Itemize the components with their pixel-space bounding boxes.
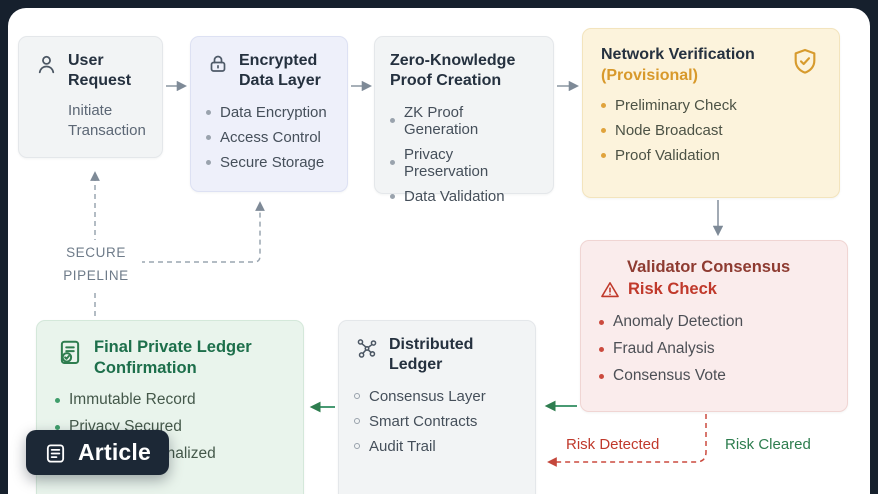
node-item-list: ZK Proof Generation Privacy Preservation…	[390, 104, 538, 205]
list-item-label: Fraud Analysis	[613, 340, 715, 358]
node-network-verification: Network Verification (Provisional) Preli…	[582, 28, 840, 198]
list-item-label: ZK Proof Generation	[404, 103, 479, 138]
bullet-dot	[206, 159, 211, 165]
node-item-list: Preliminary Check Node Broadcast Proof V…	[601, 97, 821, 164]
bullet-dot	[599, 346, 604, 352]
secure-pipeline-label: SECURE PIPELINE	[50, 240, 142, 290]
bullet-dot	[601, 153, 606, 159]
node-user-request: User Request Initiate Transaction	[18, 36, 163, 158]
shield-check-icon	[789, 46, 821, 78]
document-check-icon	[55, 338, 85, 368]
lock-icon	[206, 52, 230, 76]
risk-detected-label: Risk Detected	[566, 436, 660, 453]
bullet-dot	[206, 134, 211, 140]
node-item-list: Data Encryption Access Control Secure St…	[206, 104, 332, 171]
node-title-line1: Validator Consensus	[627, 258, 791, 276]
node-item-list: Consensus Layer Smart Contracts Audit Tr…	[354, 388, 520, 455]
list-item-label: Data Validation	[404, 187, 505, 205]
bullet-dot	[390, 160, 395, 166]
list-item: Secure Storage	[206, 154, 332, 171]
bullet-dot	[390, 193, 395, 199]
node-title: Network Verification	[601, 46, 755, 63]
node-subtitle: (Provisional)	[601, 67, 698, 85]
list-item-label: Preliminary Check	[615, 97, 737, 115]
bullet-dot	[354, 393, 360, 400]
list-item-label: Consensus Vote	[613, 367, 726, 385]
list-item-label: Immutable Record	[69, 391, 196, 409]
bullet-dot	[206, 109, 211, 115]
list-item: Access Control	[206, 129, 332, 146]
bullet-dot	[55, 424, 60, 430]
list-item: Preliminary Check	[601, 97, 821, 114]
list-item-label: Anomaly Detection	[613, 313, 744, 331]
list-item-label: Privacy Preservation	[404, 145, 489, 180]
node-title: Final Private Ledger Confirmation	[94, 338, 252, 378]
node-title: Distributed Ledger	[389, 336, 474, 374]
risk-cleared-label: Risk Cleared	[725, 436, 811, 453]
user-icon	[34, 52, 59, 77]
list-item: Data Validation	[390, 188, 538, 205]
node-subtitle: Initiate Transaction	[68, 101, 146, 140]
list-item: Anomaly Detection	[599, 313, 829, 331]
article-badge[interactable]: Article	[26, 430, 169, 475]
node-zero-knowledge: Zero-Knowledge Proof Creation ZK Proof G…	[374, 36, 554, 205]
nodes-icon	[354, 336, 380, 362]
node-title: Encrypted Data Layer	[239, 52, 321, 90]
list-item-label: Smart Contracts	[369, 412, 478, 430]
node-encrypted-data-layer: Encrypted Data Layer Data Encryption Acc…	[190, 36, 348, 192]
list-item: Fraud Analysis	[599, 340, 829, 358]
list-item-label: Data Encryption	[220, 103, 327, 121]
list-item-label: Proof Validation	[615, 147, 720, 165]
bullet-dot	[390, 118, 395, 124]
list-item-label: Audit Trail	[369, 437, 436, 455]
bullet-dot	[599, 373, 604, 379]
article-icon	[44, 442, 67, 465]
list-item: Privacy Preservation	[390, 146, 538, 180]
list-item: Data Encryption	[206, 104, 332, 121]
node-distributed-ledger: Distributed Ledger Consensus Layer Smart…	[338, 320, 536, 494]
bullet-dot	[354, 443, 360, 450]
node-title: User Request	[68, 52, 132, 90]
list-item: Audit Trail	[354, 438, 520, 455]
bullet-dot	[601, 103, 606, 109]
list-item: Consensus Layer	[354, 388, 520, 405]
list-item: Immutable Record	[55, 391, 285, 409]
node-item-list: Anomaly Detection Fraud Analysis Consens…	[599, 313, 829, 385]
bullet-dot	[55, 397, 60, 403]
bullet-dot	[354, 418, 360, 425]
list-item-label: Node Broadcast	[615, 122, 723, 140]
bullet-dot	[601, 128, 606, 134]
node-title-line2: Risk Check	[628, 280, 717, 299]
node-title: Zero-Knowledge Proof Creation	[390, 52, 516, 90]
list-item: ZK Proof Generation	[390, 104, 538, 138]
warning-icon	[599, 279, 621, 301]
article-badge-label: Article	[78, 439, 151, 465]
bullet-dot	[599, 319, 604, 325]
list-item: Node Broadcast	[601, 122, 821, 139]
node-validator-consensus: Validator Consensus Risk Check Anomaly D…	[580, 240, 848, 412]
list-item-label: Access Control	[220, 128, 321, 146]
list-item: Proof Validation	[601, 147, 821, 164]
list-item: Consensus Vote	[599, 367, 829, 385]
list-item-label: Secure Storage	[220, 153, 325, 171]
list-item-label: Consensus Layer	[369, 387, 486, 405]
list-item: Smart Contracts	[354, 413, 520, 430]
